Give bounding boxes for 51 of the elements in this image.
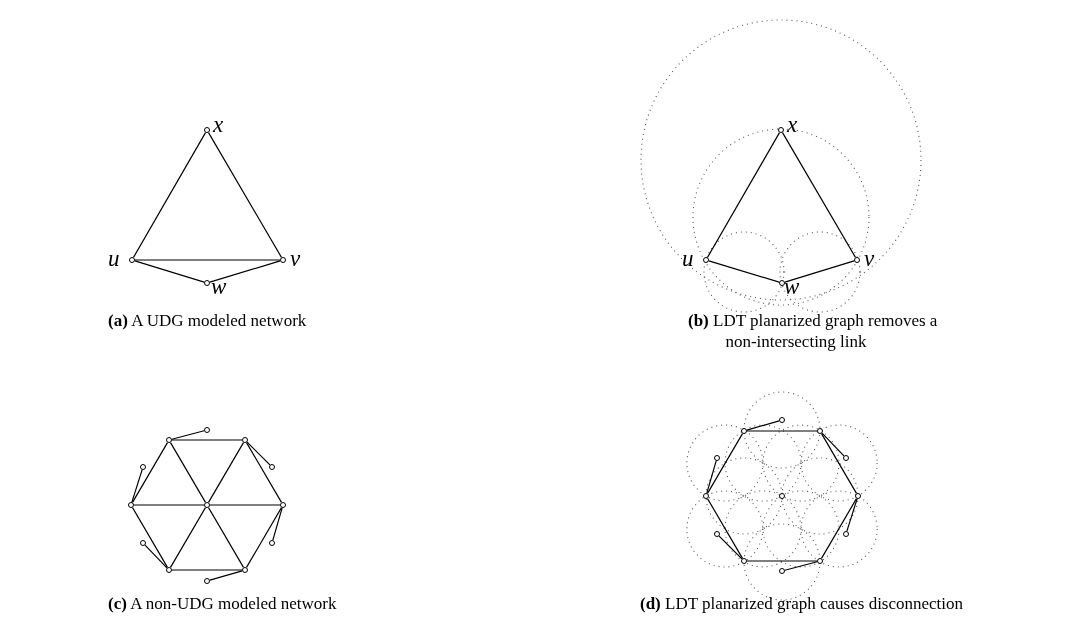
- graph-edge: [272, 507, 283, 541]
- vertex-label: w: [211, 275, 227, 298]
- graph-edge: [781, 132, 857, 258]
- graph-edge: [784, 260, 855, 283]
- graph-edge: [820, 498, 858, 559]
- graph-edge: [718, 535, 743, 560]
- graph-edge: [171, 439, 243, 441]
- graph-edge: [708, 260, 780, 283]
- graph-edge: [131, 507, 169, 568]
- graph-edge: [134, 259, 281, 261]
- graph-edge: [132, 132, 207, 258]
- graph-edge: [846, 498, 858, 532]
- graph-edge: [209, 504, 281, 506]
- graph-edge: [784, 561, 818, 571]
- graph-edge: [246, 441, 271, 466]
- subfigure-caption: (b) LDT planarized graph removes a non-intersecting link: [688, 310, 939, 353]
- graph-edge: [209, 260, 281, 283]
- graph-edge: [207, 442, 245, 503]
- graph-edge: [746, 560, 818, 562]
- vertex-label: v: [864, 247, 875, 270]
- graph-edge: [207, 507, 245, 568]
- vertex-label: v: [290, 247, 301, 270]
- vertex-label: u: [108, 247, 120, 270]
- graph-edge: [131, 442, 169, 503]
- graph-edge: [820, 433, 858, 494]
- subfigure-caption: (c) A non-UDG modeled network: [108, 593, 338, 615]
- vertex-label: x: [213, 113, 224, 136]
- graph-edge: [245, 442, 283, 503]
- graph-edge: [169, 507, 207, 568]
- graph-edge: [169, 442, 207, 503]
- graph-edge: [706, 132, 781, 258]
- graph-edge: [245, 507, 283, 568]
- vertex-label: u: [682, 247, 694, 270]
- graph-edge: [133, 504, 205, 506]
- subfigure-caption: (a) A UDG modeled network: [108, 310, 308, 332]
- graph-edge: [821, 432, 845, 457]
- graph-edge: [144, 544, 168, 569]
- graph-edge: [171, 569, 243, 571]
- graph-edge: [706, 460, 717, 494]
- graph-edge: [131, 469, 143, 503]
- graph-edge: [171, 430, 205, 440]
- graph-edge: [746, 420, 780, 431]
- graph-edge: [209, 570, 243, 581]
- subfigure-caption: (d) LDT planarized graph causes disconnection: [640, 593, 965, 615]
- graph-edge: [706, 498, 744, 559]
- graph-edge: [134, 260, 205, 283]
- graph-edge: [706, 433, 744, 494]
- vertex-label: w: [784, 275, 800, 298]
- graph-edge: [746, 430, 818, 432]
- graph-edge: [207, 132, 283, 258]
- vertex-label: x: [787, 113, 798, 136]
